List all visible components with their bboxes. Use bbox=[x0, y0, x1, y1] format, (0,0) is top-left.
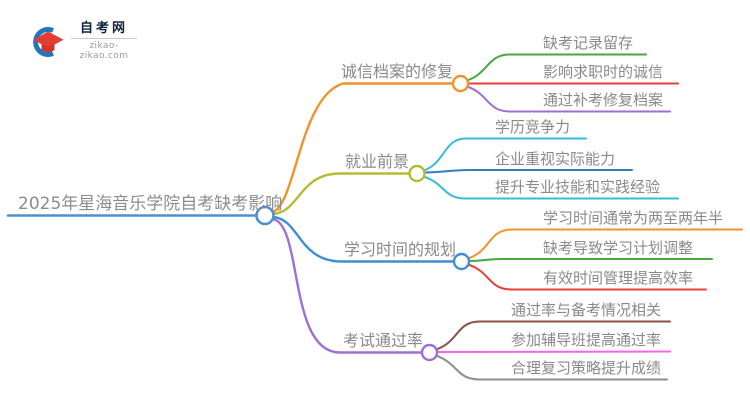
branch-3-child-1-label: 学习时间通常为两至两年半 bbox=[543, 209, 724, 227]
branch-3-circle bbox=[452, 252, 471, 271]
branch-2-label: 就业前景 bbox=[345, 152, 410, 171]
branch-4-circle bbox=[420, 343, 439, 362]
branch-2-child-3-label: 提升专业技能和实践经验 bbox=[495, 178, 661, 196]
edge-branch-3-child-2 bbox=[468, 258, 713, 262]
branch-2-child-1-label: 学历竞争力 bbox=[495, 118, 571, 136]
branch-4-child-1-label: 通过率与备考情况相关 bbox=[511, 301, 662, 319]
root-node-label: 2025年星海音乐学院自考缺考影响 bbox=[18, 194, 283, 214]
branch-4-child-3-label: 合理复习策略提升成绩 bbox=[511, 359, 662, 377]
branch-4-label: 考试通过率 bbox=[343, 331, 424, 350]
edge-branch-1-child-3 bbox=[466, 85, 671, 113]
edge-branch-2-child-1 bbox=[422, 137, 587, 172]
edge-branch-1-child-1 bbox=[466, 53, 647, 82]
edge-branch-4-child-3 bbox=[435, 354, 668, 381]
branch-3-label: 学习时间的规划 bbox=[344, 240, 457, 259]
branch-2-child-2-label: 企业重视实际能力 bbox=[495, 150, 616, 168]
branch-1-child-3-label: 通过补考修复档案 bbox=[543, 91, 664, 109]
edge-branch-4-child-2 bbox=[436, 350, 671, 353]
branch-2-circle bbox=[408, 164, 426, 183]
branch-1-label: 诚信档案的修复 bbox=[341, 62, 454, 81]
logo-divider bbox=[71, 38, 137, 39]
edge-branch-3-child-1 bbox=[467, 228, 743, 260]
edge-branch-2 bbox=[271, 172, 411, 216]
graduation-cap-icon bbox=[33, 26, 64, 57]
site-logo: 自考网 zikao-zikao.com bbox=[31, 22, 137, 61]
branch-1-child-1-label: 缺考记录留存 bbox=[543, 34, 634, 52]
branch-3-child-2-label: 缺考导致学习计划调整 bbox=[543, 239, 694, 257]
root-node-circle bbox=[255, 205, 275, 226]
logo-subtitle: zikao-zikao.com bbox=[79, 41, 129, 61]
edge-branch-1 bbox=[271, 82, 454, 214]
edge-branch-3-child-3 bbox=[467, 263, 707, 291]
branch-1-child-2-label: 影响求职时的诚信 bbox=[543, 63, 664, 81]
edge-branch-4 bbox=[271, 217, 423, 354]
logo-title: 自考网 bbox=[79, 21, 128, 36]
edge-branch-2-child-3 bbox=[422, 175, 679, 200]
edge-branch-4-child-1 bbox=[435, 320, 671, 351]
branch-1-circle bbox=[451, 74, 470, 93]
edge-branch-2-child-2 bbox=[423, 169, 633, 174]
edge-branch-3 bbox=[271, 215, 455, 263]
branch-4-child-2-label: 参加辅导班提高通过率 bbox=[511, 331, 662, 349]
branch-3-child-3-label: 有效时间管理提高效率 bbox=[543, 269, 694, 287]
